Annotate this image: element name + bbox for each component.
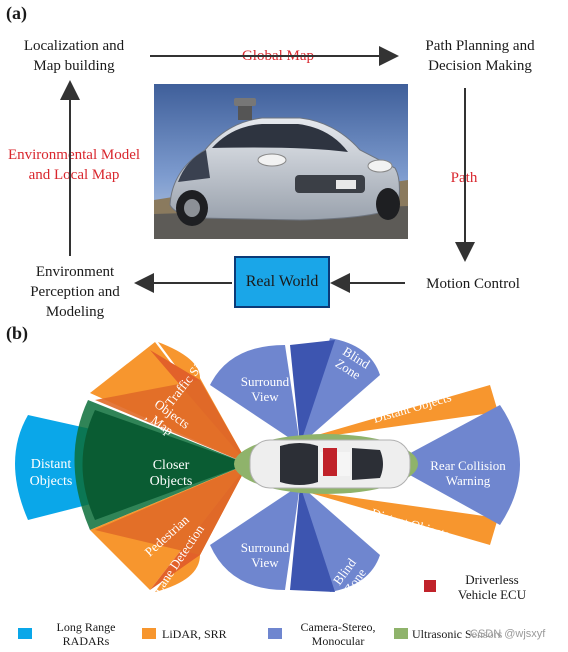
lidar-overlap-mid-top xyxy=(95,380,248,464)
closer-objects-core xyxy=(82,410,248,520)
camera-surround-bottom xyxy=(210,485,300,590)
environment-node: Environment Perception and Modeling xyxy=(30,264,120,320)
camera-overlap-top xyxy=(290,340,335,445)
camera-overlap-bottom xyxy=(290,485,335,592)
legend-swatch-camera xyxy=(268,628,282,639)
legend-swatch-lidar xyxy=(142,628,156,639)
legend-swatch-radar xyxy=(18,628,32,639)
self-driving-car-image xyxy=(154,84,408,239)
surround-view-top-label: Surround View xyxy=(240,374,290,404)
lidar-distant-bottom xyxy=(300,490,498,545)
rear-collision-label: Rear Collision Warning xyxy=(430,458,506,488)
distant-objects-left-label: Distant Objects xyxy=(29,457,73,489)
lidar-distant-top xyxy=(300,385,498,440)
panel-b-label: (b) xyxy=(6,323,28,343)
legend-swatch-ultrasonic xyxy=(394,628,408,639)
panel-a-label: (a) xyxy=(6,3,27,23)
real-world-box: Real World xyxy=(234,256,330,308)
lidar-overlap-mid-bottom xyxy=(95,464,248,555)
ecu-marker xyxy=(323,448,337,476)
path-planning-node: Path Planning and Decision Making xyxy=(425,38,535,74)
camera-blind-top xyxy=(300,338,380,445)
motion-control-node: Motion Control xyxy=(426,276,520,292)
legend-lidar-label: LiDAR, SRR xyxy=(162,627,227,641)
camera-blind-bottom xyxy=(300,485,380,592)
watermark: CSDN @wjsxyf xyxy=(470,628,546,640)
ecu-legend-swatch xyxy=(424,580,436,592)
surround-view-bottom-label: Surround View xyxy=(240,540,290,570)
legend-radar-label: Long Range RADARs xyxy=(56,620,116,648)
localization-node: Localization and Map building xyxy=(23,38,125,74)
closer-objects-label: Closer Objects xyxy=(149,458,193,489)
car-top-view xyxy=(249,439,411,489)
camera-surround-top xyxy=(210,345,300,445)
camera-rear-sector xyxy=(390,405,520,525)
legend-camera-label: Camera-Stereo, Monocular xyxy=(300,620,376,648)
ecu-label: Driverless Vehicle ECU xyxy=(457,572,527,602)
env-model-label: Environmental Model and Local Map xyxy=(0,145,148,185)
